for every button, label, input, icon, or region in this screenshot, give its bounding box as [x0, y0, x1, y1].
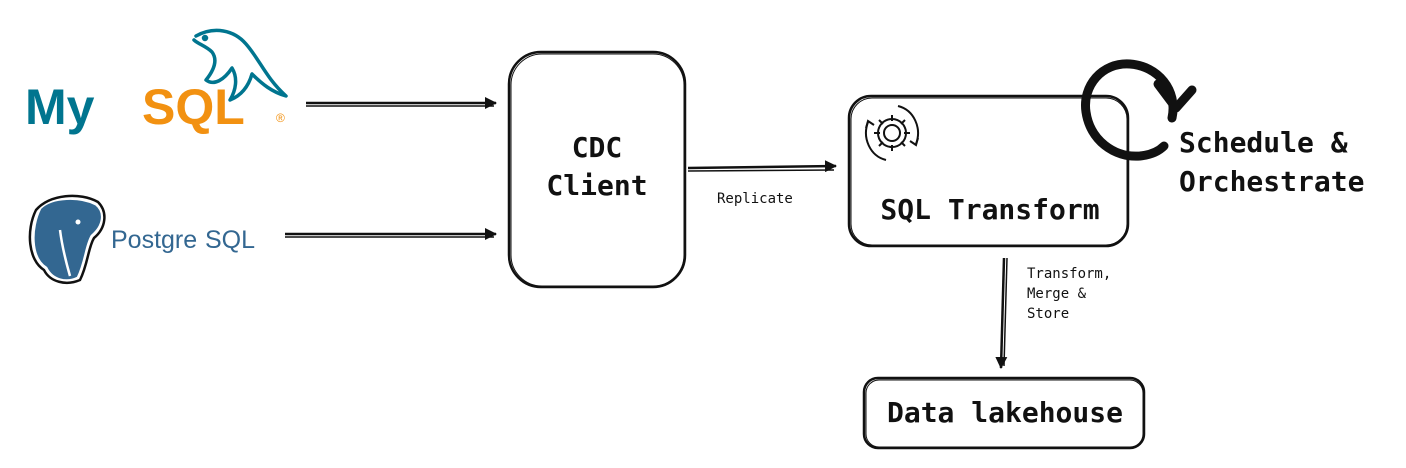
- arrow-cdc-to-transform: [687, 160, 837, 173]
- postgres-text-postgre: Postgre: [111, 226, 197, 254]
- cdc-client-node: CDC Client: [507, 50, 687, 289]
- mysql-text-my: My: [25, 79, 95, 135]
- schedule-label-line1: Schedule &: [1179, 126, 1348, 159]
- sql-transform-node: SQL Transform: [847, 94, 1130, 248]
- cdc-client-label-line1: CDC: [572, 131, 623, 164]
- arrow-postgres-to-cdc: [285, 228, 497, 240]
- arrow-mysql-to-cdc: [306, 97, 497, 109]
- transform-label-line2: Merge &: [1027, 286, 1087, 302]
- elephant-icon: [28, 194, 106, 284]
- cdc-client-label-line2: Client: [546, 169, 647, 202]
- transform-label-line3: Store: [1027, 306, 1069, 322]
- sql-transform-label: SQL Transform: [880, 193, 1099, 226]
- dolphin-icon: [192, 28, 288, 102]
- mysql-registered: ®: [276, 111, 285, 125]
- schedule-label-line2: Orchestrate: [1179, 165, 1364, 198]
- data-lakehouse-label: Data lakehouse: [887, 396, 1123, 429]
- mysql-logo: My SQL ®: [25, 28, 288, 135]
- replicate-label: Replicate: [717, 191, 793, 207]
- gear-sync-icon: [865, 105, 919, 161]
- data-lakehouse-node: Data lakehouse: [862, 376, 1146, 450]
- arrow-transform-to-lakehouse: [995, 257, 1008, 369]
- transform-label-line1: Transform,: [1027, 266, 1111, 282]
- postgresql-logo: Postgre SQL: [28, 194, 255, 284]
- postgres-text-sql: SQL: [205, 226, 255, 254]
- mysql-text-sql: SQL: [142, 79, 245, 135]
- cycle-arrow-icon: [1081, 59, 1197, 161]
